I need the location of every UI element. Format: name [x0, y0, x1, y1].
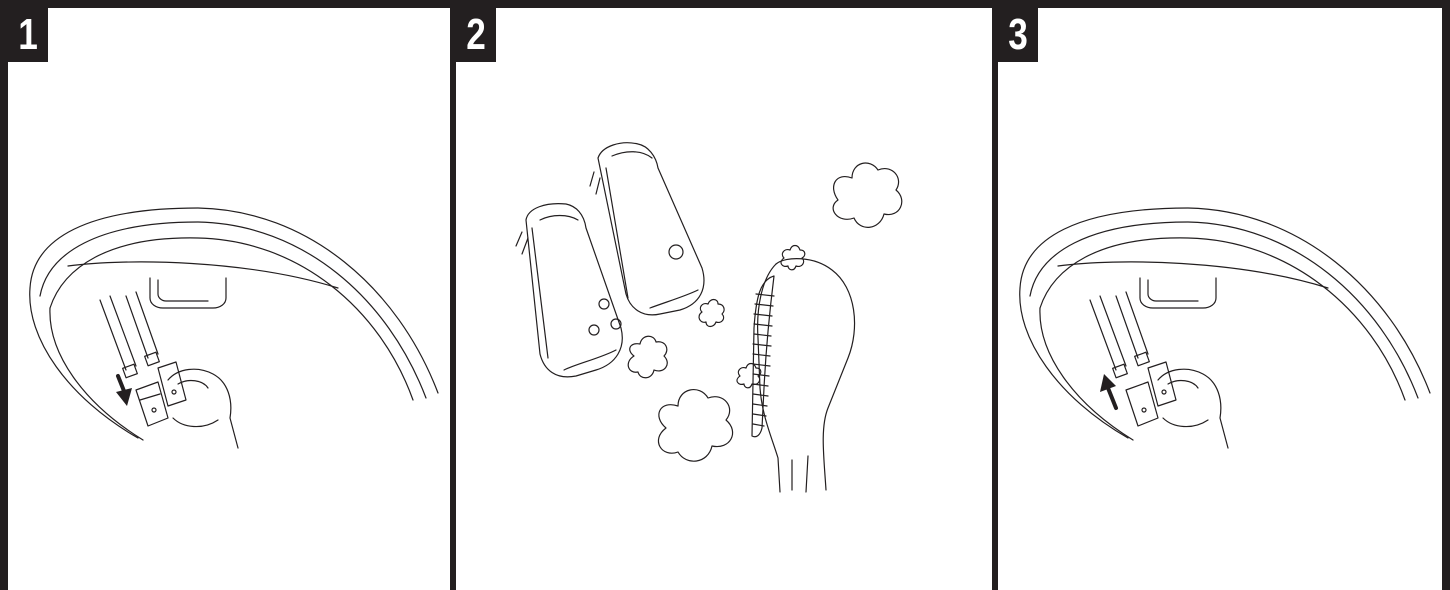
- down-arrow-icon: [116, 376, 132, 406]
- dirt-cloud: [699, 300, 724, 327]
- seat-outer-edge: [30, 208, 438, 393]
- dirt-cloud: [628, 336, 667, 378]
- up-arrow-icon: [1100, 374, 1116, 408]
- seat-lower-rim: [30, 288, 138, 438]
- seat-inner-edge: [40, 222, 426, 398]
- nozzle-housing: [150, 278, 226, 308]
- nozzle-tube-right: [1116, 292, 1148, 358]
- clean-nozzle-illustration: [456, 8, 992, 590]
- nozzle-tube-left: [1090, 296, 1126, 370]
- step-panel-3: 3: [998, 8, 1442, 590]
- nozzle-tube-right: [126, 292, 158, 358]
- nozzle-tip-left: [516, 204, 622, 377]
- seat-outer-edge: [1020, 208, 1430, 393]
- remove-nozzle-illustration: [8, 8, 450, 590]
- cleaning-brush: [752, 259, 855, 492]
- dirt-cloud: [737, 364, 761, 388]
- dirt-cloud: [658, 390, 732, 462]
- reinstall-nozzle-illustration: [998, 8, 1442, 590]
- seat-inner-edge: [1030, 222, 1418, 398]
- step-panel-2: 2: [456, 8, 992, 590]
- nozzle-tube-left: [100, 296, 136, 370]
- dirt-cloud: [833, 163, 902, 227]
- seat-lower-rim: [1020, 288, 1128, 438]
- step-panel-1: 1: [8, 8, 450, 590]
- dirt-cloud: [781, 246, 805, 270]
- nozzle-housing: [1140, 278, 1216, 308]
